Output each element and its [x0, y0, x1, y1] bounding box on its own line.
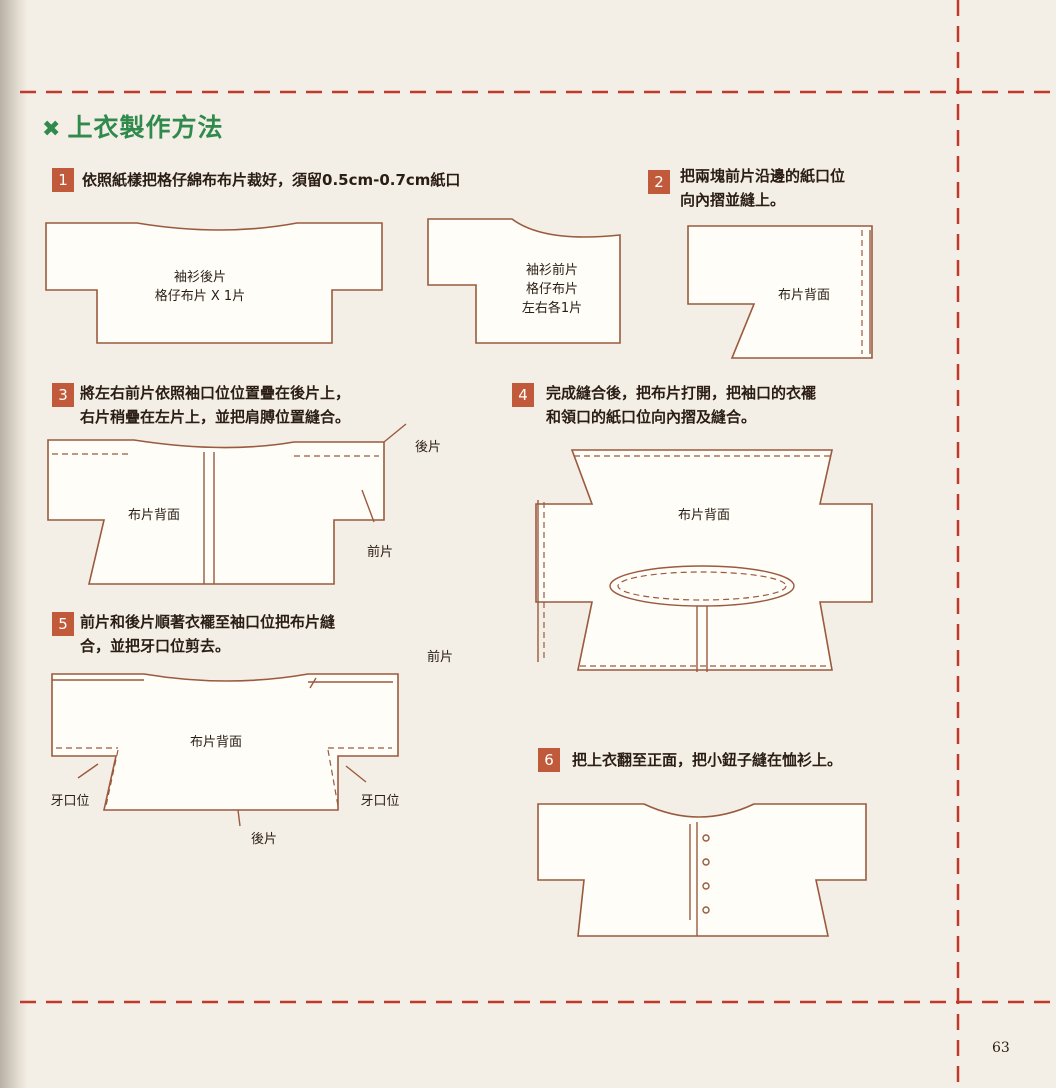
- title-text: 上衣製作方法: [67, 113, 224, 142]
- diagram-step5: [51, 673, 399, 827]
- diagram-front-piece: [427, 218, 621, 344]
- diagram-back-piece: [45, 222, 383, 344]
- back-piece-label: 袖衫後片 格仔布片 X 1片: [154, 270, 246, 304]
- front-piece-label: 袖衫前片 格仔布片 左右各1片: [521, 263, 583, 316]
- front-label-3: 前片: [366, 545, 393, 560]
- back-label-5: 後片: [250, 832, 277, 847]
- step-text: 前片和後片順著衣襬至袖口位把布片縫 合，並把牙口位剪去。: [80, 613, 336, 655]
- step-text: 把兩塊前片沿邊的紙口位 向內摺並縫上。: [680, 167, 846, 209]
- step-text: 將左右前片依照袖口位位置疊在後片上， 右片稍疊在左片上，並把肩膊位置縫合。: [80, 384, 351, 426]
- step-number: 2: [648, 170, 670, 194]
- notch-label-left: 牙口位: [50, 794, 90, 809]
- step-number: 6: [538, 748, 560, 772]
- diagram-step4: [535, 449, 873, 672]
- fabric-back-label-4: 布片背面: [677, 508, 730, 523]
- step-number: 3: [52, 383, 74, 407]
- back-label-3: 後片: [414, 440, 441, 455]
- step-number: 1: [52, 168, 74, 192]
- step-number: 5: [52, 612, 74, 636]
- front-label-5: 前片: [426, 650, 453, 665]
- fabric-back-label-2: 布片背面: [777, 288, 830, 303]
- diagram-step6: [537, 803, 867, 937]
- step-number: 4: [512, 383, 534, 407]
- fabric-back-label-5: 布片背面: [189, 735, 242, 750]
- section-title: ✖上衣製作方法: [42, 108, 223, 144]
- fabric-back-label-3: 布片背面: [127, 508, 180, 523]
- step-text: 完成縫合後，把布片打開，把袖口的衣襬 和領口的紙口位向內摺及縫合。: [546, 384, 817, 426]
- page-number: 63: [992, 1040, 1010, 1056]
- diagram-step2: [687, 225, 873, 359]
- notch-label-right: 牙口位: [360, 794, 400, 809]
- step-text: 依照紙樣把格仔綿布布片裁好，須留0.5cm-0.7cm紙口: [82, 171, 461, 189]
- book-spine-shadow: [0, 0, 28, 1088]
- diagram-step3: [47, 423, 407, 585]
- step-text: 把上衣翻至正面，把小鈕子縫在恤衫上。: [572, 751, 843, 769]
- cross-stitch-icon: ✖: [42, 117, 62, 142]
